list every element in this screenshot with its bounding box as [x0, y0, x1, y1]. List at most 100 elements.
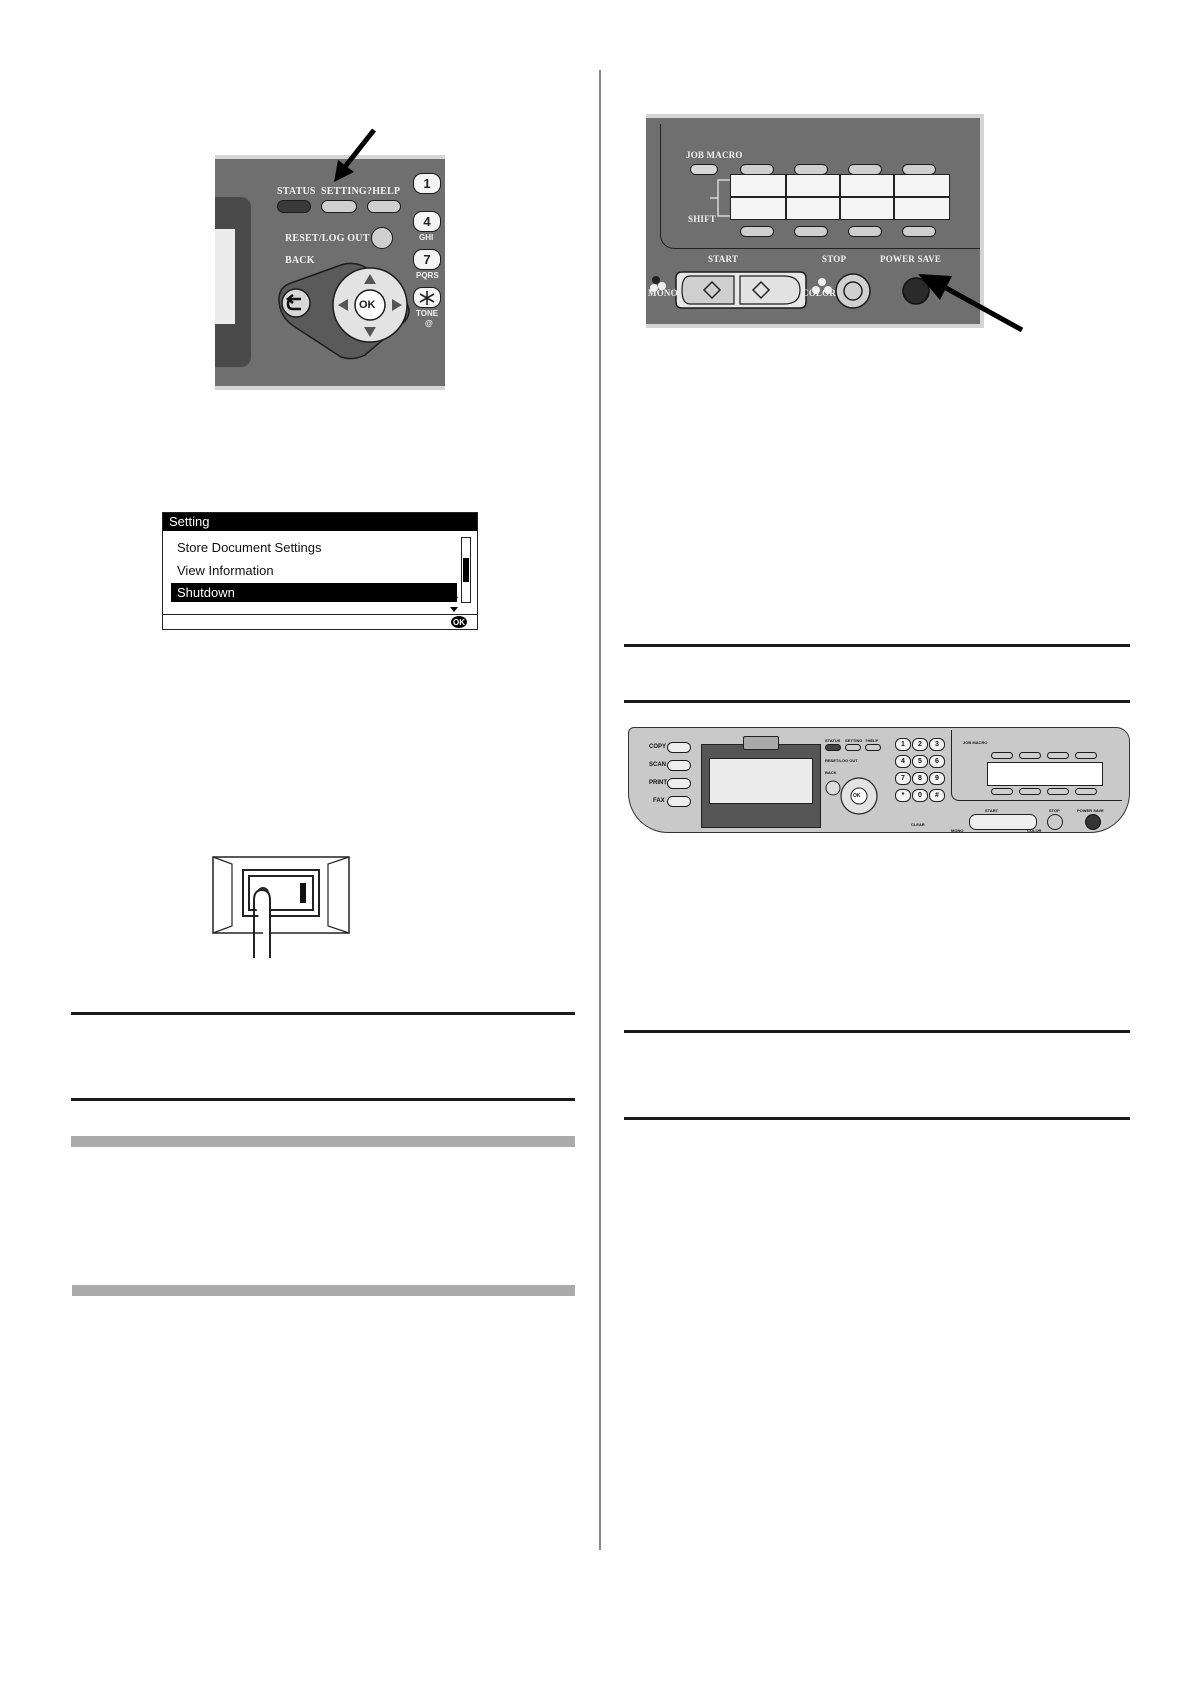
keypad-key[interactable]: 6	[929, 755, 945, 768]
key-1[interactable]: 1	[413, 173, 441, 194]
scan-button[interactable]	[667, 760, 691, 771]
left-arrow-icon	[338, 299, 348, 311]
status-button[interactable]	[277, 200, 311, 213]
key-4-letters: GHI	[419, 233, 434, 242]
keypad-key[interactable]: 0	[912, 789, 928, 802]
help-label: ?HELP	[865, 738, 879, 743]
ok-button[interactable]	[354, 289, 386, 321]
macro-key[interactable]	[991, 752, 1013, 759]
macro-key-8[interactable]	[902, 226, 936, 237]
section-rule	[624, 644, 1130, 647]
section-band	[71, 1136, 575, 1147]
macro-key[interactable]	[1047, 752, 1069, 759]
reset-label: RESET/LOG OUT	[285, 233, 370, 244]
macro-key[interactable]	[1047, 788, 1069, 795]
start-mono-icon	[702, 280, 722, 300]
setting-button[interactable]	[845, 744, 861, 751]
lcd-tilt-handle[interactable]	[743, 736, 779, 750]
keypad-key[interactable]: 7	[895, 772, 911, 785]
stop-button[interactable]	[1047, 814, 1063, 830]
control-panel-setting-illustration: STATUS SETTING ?HELP RESET/LOG OUT BACK …	[215, 155, 445, 390]
mono-label: MONO	[648, 288, 678, 298]
keypad-key[interactable]: 8	[912, 772, 928, 785]
keypad-key[interactable]: *	[895, 789, 911, 802]
lcd-footer-line	[163, 614, 477, 615]
print-button[interactable]	[667, 778, 691, 789]
lcd-setting-menu: Setting Store Document Settings View Inf…	[162, 512, 478, 630]
macro-key[interactable]	[1019, 788, 1041, 795]
section-band	[72, 1285, 575, 1296]
shift-bracket-icon	[710, 179, 730, 217]
job-macro-label: JOB MACRO	[963, 740, 988, 745]
macro-key[interactable]	[991, 788, 1013, 795]
menu-item-shutdown-label: Shutdown	[177, 585, 235, 600]
power-save-label: POWER SAVE	[1077, 808, 1104, 813]
help-button[interactable]	[367, 200, 401, 213]
back-label: BACK	[285, 255, 315, 266]
scan-label: SCAN	[649, 762, 667, 768]
macro-key[interactable]	[1075, 788, 1097, 795]
right-arrow-icon	[392, 299, 402, 311]
help-button[interactable]	[865, 744, 881, 751]
key-star[interactable]	[413, 287, 441, 308]
up-arrow-icon	[364, 274, 376, 284]
reset-label: RESET/LOG OUT	[825, 758, 858, 763]
ok-icon-text: OK	[453, 618, 465, 627]
scrollbar-thumb[interactable]	[463, 558, 469, 582]
keypad-key[interactable]: 1	[895, 738, 911, 751]
stop-button[interactable]	[835, 273, 871, 309]
macro-key-5[interactable]	[740, 226, 774, 237]
status-label: STATUS	[277, 186, 316, 197]
full-control-panel-illustration: COPY SCAN PRINT FAX STATUS SETTING ?HELP…	[628, 727, 1130, 833]
setting-label: SETTING	[321, 186, 367, 197]
lcd-screen	[709, 758, 813, 804]
keypad-key[interactable]: 3	[929, 738, 945, 751]
section-rule	[71, 1098, 575, 1101]
pointer-arrow-icon	[918, 274, 1024, 333]
menu-item-shutdown[interactable]: Shutdown	[171, 583, 457, 602]
one-touch-labels	[730, 174, 950, 220]
panel-inner-frame	[660, 124, 980, 249]
pointer-arrow-icon	[334, 128, 376, 182]
macro-section-frame	[951, 730, 1122, 801]
key-4[interactable]: 4	[413, 211, 441, 232]
menu-item-view-information[interactable]: View Information	[177, 563, 274, 578]
key-7[interactable]: 7	[413, 249, 441, 270]
power-switch-illustration	[212, 856, 350, 958]
tone-label: TONE	[416, 309, 439, 318]
macro-key[interactable]	[1075, 752, 1097, 759]
macro-key[interactable]	[1019, 752, 1041, 759]
status-button[interactable]	[825, 744, 841, 751]
keypad-key[interactable]: 2	[912, 738, 928, 751]
macro-key-6[interactable]	[794, 226, 828, 237]
keypad-key[interactable]: #	[929, 789, 945, 802]
mono-label: MONO	[951, 828, 964, 833]
power-save-button[interactable]	[1085, 814, 1101, 830]
setting-button[interactable]	[321, 200, 357, 213]
keypad-key[interactable]: 9	[929, 772, 945, 785]
power-save-button[interactable]	[902, 277, 930, 305]
reset-button[interactable]	[371, 227, 393, 249]
stop-icon	[843, 281, 863, 301]
fax-label: FAX	[653, 798, 665, 804]
ok-icon: OK	[451, 616, 467, 628]
copy-label: COPY	[649, 744, 667, 750]
macro-key-7[interactable]	[848, 226, 882, 237]
at-label: @	[425, 319, 433, 328]
keypad-key[interactable]: 5	[912, 755, 928, 768]
back-button[interactable]	[281, 288, 311, 318]
column-divider	[599, 70, 601, 1550]
menu-item-store-document[interactable]: Store Document Settings	[177, 540, 322, 555]
mono-start-button[interactable]	[681, 275, 735, 305]
power-save-label: POWER SAVE	[880, 254, 942, 264]
start-button[interactable]	[969, 814, 1037, 830]
job-macro-button[interactable]	[690, 164, 718, 175]
section-rule	[624, 1117, 1130, 1120]
start-color-icon	[751, 280, 771, 300]
scrollbar[interactable]	[461, 537, 471, 603]
fax-button[interactable]	[667, 796, 691, 807]
ok-button[interactable]	[850, 787, 868, 805]
color-label: COLOR	[802, 288, 837, 298]
copy-button[interactable]	[667, 742, 691, 753]
keypad-key[interactable]: 4	[895, 755, 911, 768]
